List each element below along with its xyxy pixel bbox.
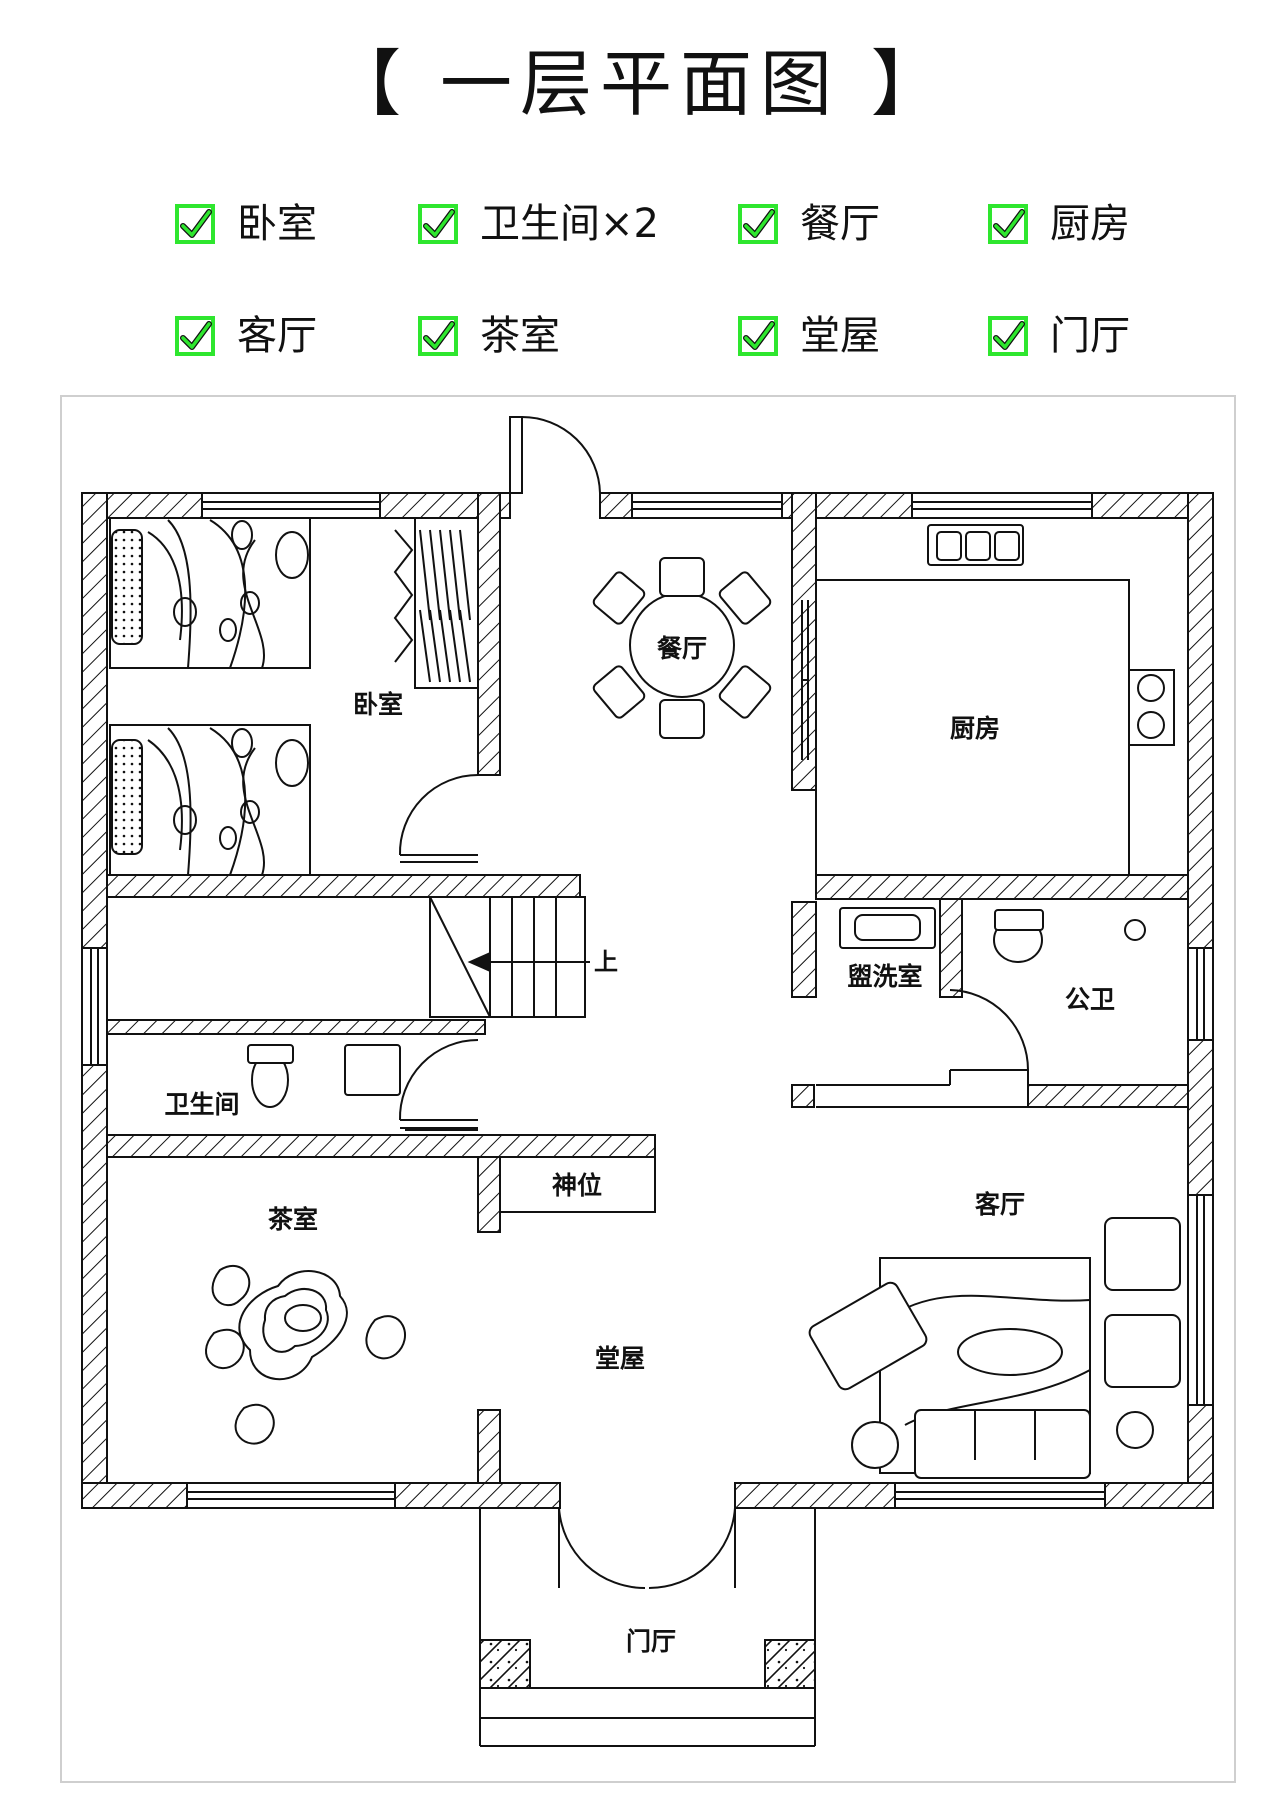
room-label-main-hall: 堂屋 [595, 1344, 645, 1373]
room-label-public-wc: 公卫 [1065, 985, 1115, 1014]
stairs-up-label: 上 [594, 948, 618, 976]
legend-item-bedroom: 卧室 [175, 198, 317, 250]
legend-item-kitchen: 厨房 [988, 198, 1130, 250]
check-icon [988, 316, 1028, 356]
legend-item-foyer: 门厅 [988, 310, 1130, 362]
doors [398, 416, 1029, 1590]
living-room-furniture [808, 1217, 1181, 1479]
room-label-dining: 餐厅 [657, 634, 707, 663]
check-icon [175, 316, 215, 356]
legend-label: 卫生间×2 [480, 201, 659, 247]
check-icon [418, 204, 458, 244]
check-icon [418, 316, 458, 356]
check-icon [988, 204, 1028, 244]
legend-label: 客厅 [237, 313, 317, 359]
room-label-bathroom: 卫生间 [164, 1090, 239, 1119]
kitchen-fixtures [815, 524, 1175, 876]
legend-item-dining: 餐厅 [738, 198, 880, 250]
legend-item-tea-room: 茶室 [418, 310, 560, 362]
check-icon [175, 204, 215, 244]
legend-label: 餐厅 [800, 201, 880, 247]
foyer-porch [479, 1508, 816, 1747]
legend-item-bathroom: 卫生间×2 [418, 198, 659, 250]
legend-item-living: 客厅 [175, 310, 317, 362]
dining-table [592, 557, 772, 739]
legend-label: 茶室 [480, 313, 560, 359]
legend-label: 堂屋 [800, 313, 880, 359]
legend-label: 厨房 [1050, 201, 1130, 247]
room-labels: 卧室 餐厅 厨房 盥洗室 公卫 卫生间 神位 客厅 茶室 堂屋 门厅 上 [164, 634, 1115, 1656]
check-icon [738, 316, 778, 356]
windows [81, 492, 1214, 1509]
interior-wall-lines [405, 996, 1029, 1158]
check-icon [738, 204, 778, 244]
altar [499, 1156, 656, 1213]
legend-label: 门厅 [1050, 313, 1130, 359]
room-label-altar: 神位 [552, 1171, 602, 1200]
bedroom-furniture [109, 517, 479, 876]
legend-item-main-hall: 堂屋 [738, 310, 880, 362]
bathroom-fixtures [247, 907, 1146, 1108]
room-label-living: 客厅 [975, 1190, 1025, 1219]
room-label-washroom: 盥洗室 [847, 962, 922, 991]
room-label-kitchen: 厨房 [950, 714, 1000, 743]
room-label-foyer: 门厅 [626, 1627, 676, 1656]
room-label-tea-room: 茶室 [268, 1205, 318, 1234]
stairs [429, 896, 590, 1018]
tea-room-furniture [205, 1264, 406, 1445]
room-label-bedroom: 卧室 [353, 690, 403, 719]
interior-walls [106, 492, 1189, 1484]
page-title: 【 一层平面图 】 [329, 42, 951, 126]
legend-label: 卧室 [237, 201, 317, 247]
